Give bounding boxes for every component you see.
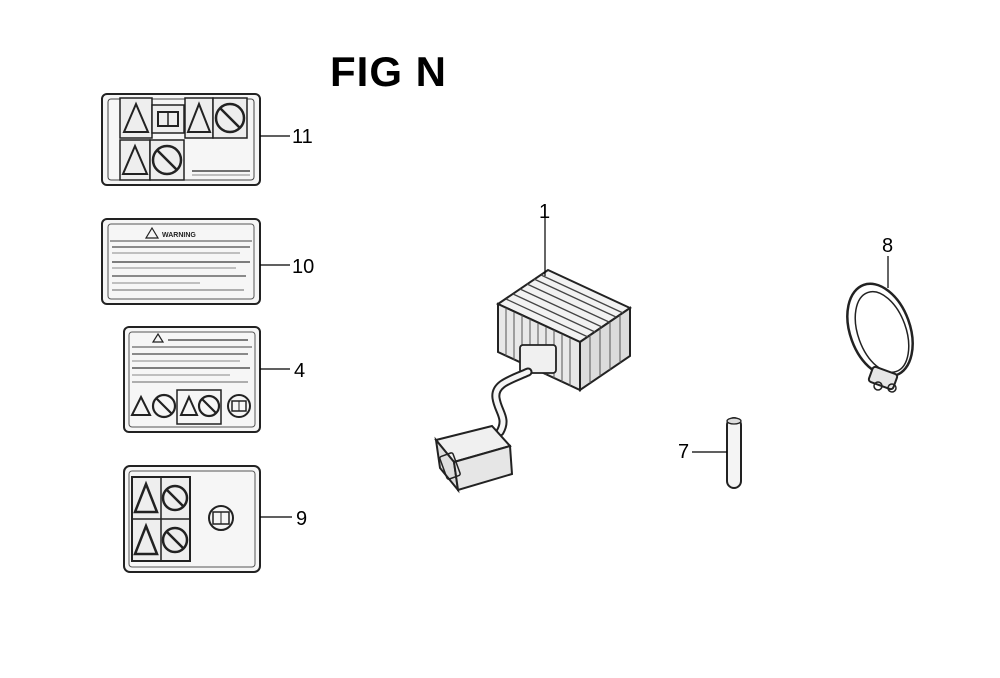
- part-8-band-clamp[interactable]: [835, 275, 924, 393]
- label-9[interactable]: [123, 465, 261, 573]
- label-11[interactable]: [101, 93, 261, 186]
- callout-8: 8: [882, 235, 893, 257]
- part-7-tube[interactable]: [726, 417, 742, 489]
- callout-7: 7: [678, 441, 689, 463]
- prohibition-circle-icon: [161, 484, 189, 512]
- manual-book-icon: [151, 104, 185, 134]
- label-10-header: WARNING: [162, 232, 196, 239]
- figure-title: FIG N: [330, 48, 447, 95]
- prohibition-circle-icon: [151, 393, 177, 419]
- label-4[interactable]: [123, 326, 261, 433]
- manual-book-icon: [208, 505, 234, 531]
- callout-10: 10: [292, 256, 314, 278]
- prohibition-circle-icon: [212, 97, 248, 139]
- warning-triangle-icon: [151, 332, 165, 343]
- warning-triangle-icon: [133, 480, 159, 514]
- prohibition-circle-icon: [197, 394, 221, 418]
- prohibition-circle-icon: [149, 139, 185, 181]
- warning-triangle-icon: [144, 226, 160, 239]
- label-10[interactable]: WARNING: [101, 218, 261, 305]
- warning-triangle-icon: [119, 139, 151, 181]
- warning-triangle-icon: [179, 394, 199, 416]
- callout-4: 4: [294, 360, 305, 382]
- warning-triangle-icon: [119, 97, 153, 139]
- callout-11: 11: [292, 126, 313, 148]
- warning-triangle-icon: [130, 394, 152, 416]
- warning-triangle-icon: [184, 97, 214, 139]
- manual-book-icon: [227, 394, 251, 418]
- part-1-regulator-rectifier[interactable]: [434, 268, 633, 494]
- warning-triangle-icon: [133, 522, 159, 556]
- callout-9: 9: [296, 508, 307, 530]
- prohibition-circle-icon: [161, 526, 189, 554]
- callout-1: 1: [539, 201, 550, 223]
